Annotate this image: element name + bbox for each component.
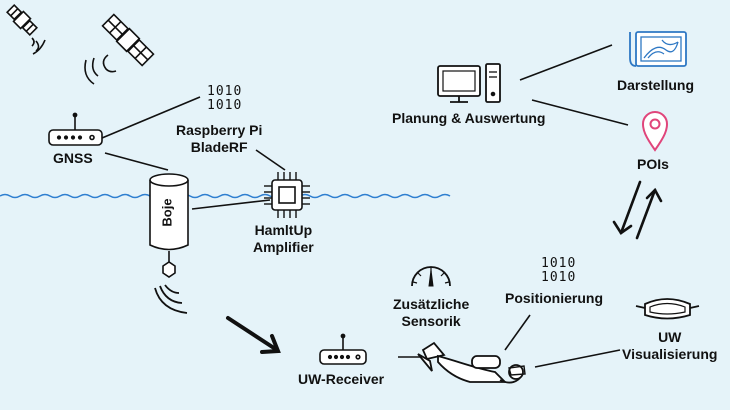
label-positionierung: Positionierung: [505, 290, 603, 306]
binary-line-1: 1010: [207, 84, 243, 99]
label-uw-line1: UW: [658, 329, 682, 345]
signal-waves-icon: [154, 284, 188, 314]
label-gnss: GNSS: [53, 150, 93, 166]
satellite-icon: [6, 4, 46, 55]
binary-data-icon-rpi: 1010 1010: [207, 85, 242, 113]
label-zusaetzliche-line2: Sensorik: [401, 313, 461, 329]
label-hamltup: HamltUp Amplifier: [253, 222, 314, 256]
binary-line-2: 1010: [541, 270, 577, 285]
exchange-arrows-icon: [612, 180, 663, 240]
arrow-icon: [226, 316, 281, 354]
label-uw-visualisierung: UW Visualisierung: [622, 329, 717, 363]
label-raspberry-pi-line1: Raspberry Pi: [176, 122, 263, 138]
diver-icon: [417, 341, 526, 384]
label-zusaetzliche-sensorik: Zusätzliche Sensorik: [393, 296, 469, 330]
label-zusaetzliche-line1: Zusätzliche: [393, 296, 470, 312]
water-surface: [0, 193, 451, 199]
map-icon: [629, 31, 687, 67]
gauge-icon: [411, 266, 451, 287]
chip-icon: [264, 172, 310, 218]
router-icon-gnss: [48, 112, 103, 146]
label-raspberry-pi: Raspberry Pi BladeRF: [176, 122, 262, 156]
label-darstellung: Darstellung: [617, 77, 695, 93]
label-uw-line2: Visualisierung: [622, 346, 718, 362]
label-pois: POIs: [637, 156, 669, 172]
location-pin-icon: [641, 111, 669, 152]
buoy-icon: [149, 173, 189, 278]
label-raspberry-pi-line2: BladeRF: [190, 139, 248, 155]
binary-data-icon-positionierung: 1010 1010: [541, 257, 576, 285]
label-hamltup-line1: HamltUp: [254, 222, 313, 238]
binary-line-2: 1010: [207, 98, 243, 113]
connection-lines: [101, 44, 629, 368]
satellite-icon-large: [84, 13, 155, 85]
binary-line-1: 1010: [541, 256, 577, 271]
label-hamltup-line2: Amplifier: [253, 239, 314, 255]
label-boje: Boje: [159, 198, 175, 227]
router-icon-receiver: [319, 333, 367, 365]
computer-icon: [437, 63, 501, 103]
goggles-icon: [635, 298, 700, 320]
label-uw-receiver: UW-Receiver: [298, 371, 385, 387]
label-planung-auswertung: Planung & Auswertung: [392, 110, 546, 126]
